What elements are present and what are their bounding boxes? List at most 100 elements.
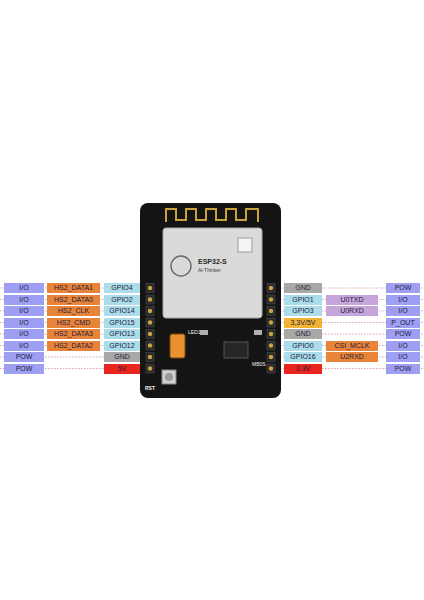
header-socket xyxy=(146,295,154,304)
pin-label: I/O xyxy=(398,352,407,362)
header-pin xyxy=(148,320,152,324)
header-pin xyxy=(148,332,152,336)
smd-part xyxy=(200,330,208,335)
function-tag: HS2_DATA0 xyxy=(47,295,100,305)
function-tag: HS2_DATA3 xyxy=(47,329,100,339)
pin-label: CSI_MCLK xyxy=(334,341,369,351)
antenna-trace xyxy=(166,209,258,222)
header-pin xyxy=(269,366,273,370)
pin-label: GPIO4 xyxy=(111,283,132,293)
pin-type-tag: I/O xyxy=(4,341,44,351)
pin-label: GND xyxy=(114,352,130,362)
function-tag: HS2_CMD xyxy=(47,318,100,328)
header-pin xyxy=(269,355,273,359)
pin-header xyxy=(146,284,275,374)
header-socket xyxy=(146,330,154,339)
pin-type-tag: I/O xyxy=(4,318,44,328)
pin-label: HS2_CMD xyxy=(57,318,90,328)
pin-label: POW xyxy=(16,364,33,374)
pin-type-tag: POW xyxy=(386,364,420,374)
pin-label: 5V xyxy=(118,364,127,374)
pin-label: I/O xyxy=(19,329,28,339)
header-socket xyxy=(267,353,275,362)
pin-label: GPIO15 xyxy=(109,318,134,328)
led-label: LED1 xyxy=(188,330,201,335)
function-tag: U0RXD xyxy=(326,306,378,316)
ai-logo xyxy=(171,256,191,276)
gpio-tag: 3,3V/5V xyxy=(284,318,322,328)
pin-label: U0TXD xyxy=(341,295,364,305)
header-pin xyxy=(148,343,152,347)
header-pin xyxy=(148,309,152,313)
pin-label: POW xyxy=(395,283,412,293)
gpio-tag: GND xyxy=(284,329,322,339)
header-socket xyxy=(267,330,275,339)
pin-label: HS2_DATA3 xyxy=(54,329,93,339)
gpio-tag: GPIO3 xyxy=(284,306,322,316)
pin-type-tag: I/O xyxy=(386,352,420,362)
pin-label: GPIO2 xyxy=(111,295,132,305)
pin-label: GPIO14 xyxy=(109,306,134,316)
pin-label: I/O xyxy=(398,295,407,305)
function-tag: CSI_MCLK xyxy=(326,341,378,351)
gpio-tag: GPIO13 xyxy=(104,329,140,339)
pin-type-tag: I/O xyxy=(386,306,420,316)
header-pin xyxy=(148,355,152,359)
pin-label: POW xyxy=(395,364,412,374)
button-label: RST xyxy=(145,386,155,391)
gpio-tag: GPIO15 xyxy=(104,318,140,328)
pin-label: HS2_CLK xyxy=(58,306,89,316)
pin-type-tag: POW xyxy=(386,329,420,339)
pin-label: 3.3V xyxy=(296,364,310,374)
header-socket xyxy=(146,364,154,373)
pin-label: GND xyxy=(295,329,311,339)
antenna-connector xyxy=(238,238,252,252)
gpio-tag: GPIO0 xyxy=(284,341,322,351)
pin-label: GND xyxy=(295,283,311,293)
header-socket xyxy=(267,307,275,316)
reset-button-cap xyxy=(165,373,173,381)
module-name: ESP32-S xyxy=(198,258,227,265)
pin-label: GPIO1 xyxy=(292,295,313,305)
function-tag: U0TXD xyxy=(326,295,378,305)
function-tag: U2RXD xyxy=(326,352,378,362)
pin-label: I/O xyxy=(398,341,407,351)
gpio-tag: GPIO12 xyxy=(104,341,140,351)
pin-label: GPIO0 xyxy=(292,341,313,351)
pin-label: U0RXD xyxy=(340,306,364,316)
gpio-tag: GPIO4 xyxy=(104,283,140,293)
gpio-tag: GND xyxy=(284,283,322,293)
pin-label: HS2_DATA1 xyxy=(54,283,93,293)
header-pin xyxy=(269,286,273,290)
function-tag: HS2_DATA2 xyxy=(47,341,100,351)
gpio-tag: GND xyxy=(104,352,140,362)
header-socket xyxy=(146,341,154,350)
header-pin xyxy=(269,320,273,324)
board xyxy=(140,203,281,398)
gpio-tag: 5V xyxy=(104,364,140,374)
pin-label: GPIO3 xyxy=(292,306,313,316)
pin-label: I/O xyxy=(19,341,28,351)
esp32-module xyxy=(163,228,262,318)
header-pin xyxy=(148,297,152,301)
header-socket xyxy=(146,284,154,293)
gpio-tag: GPIO16 xyxy=(284,352,322,362)
header-socket xyxy=(267,284,275,293)
pin-label: POW xyxy=(16,352,33,362)
pin-type-tag: I/O xyxy=(4,329,44,339)
pin-label: HS2_DATA2 xyxy=(54,341,93,351)
header-pin xyxy=(148,286,152,290)
pin-type-tag: POW xyxy=(4,364,44,374)
header-socket xyxy=(267,341,275,350)
header-pin xyxy=(269,297,273,301)
pin-label: GPIO13 xyxy=(109,329,134,339)
header-socket xyxy=(146,318,154,327)
gpio-tag: 3.3V xyxy=(284,364,322,374)
header-socket xyxy=(267,295,275,304)
flash-led xyxy=(170,334,185,358)
header-socket xyxy=(267,318,275,327)
function-tag: HS2_DATA1 xyxy=(47,283,100,293)
header-pin xyxy=(269,332,273,336)
reset-button xyxy=(162,370,176,384)
smd-part xyxy=(254,330,262,335)
